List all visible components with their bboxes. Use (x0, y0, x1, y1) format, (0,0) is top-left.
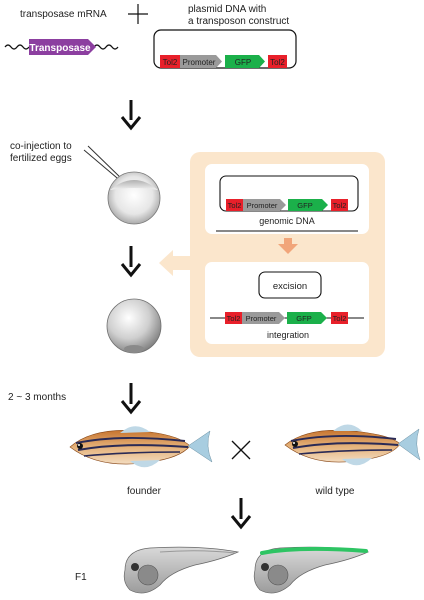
tol2-box (160, 55, 180, 68)
genomic-dna-box (205, 164, 369, 234)
plasmid-label-line1: plasmid DNA with (188, 4, 266, 15)
gfp-label: GFP (235, 58, 251, 67)
wildtype-label: wild type (315, 486, 355, 497)
tol2-label: Tol2 (228, 201, 242, 210)
promoter-box (180, 55, 222, 68)
orange-down-arrow-icon (278, 238, 298, 254)
tol2-box (268, 55, 287, 68)
gfp-label: GFP (296, 314, 311, 323)
gfp-label: GFP (297, 201, 312, 210)
wild-type-fish (284, 424, 421, 466)
integration-panel: Tol2 Promoter GFP Tol2 genomic DNA excis… (190, 152, 385, 357)
needle-icon (83, 145, 125, 184)
embryo (106, 298, 162, 354)
f1-larva-nonfluorescent (123, 546, 240, 594)
plus-icon (128, 4, 148, 24)
f1-larva-gfp (253, 546, 370, 594)
plasmid-label-line2: a transposon construct (188, 16, 289, 27)
promoter-label: Promoter (183, 58, 216, 67)
gfp-expression (260, 546, 368, 555)
promoter-label: Promoter (246, 314, 277, 323)
mrna-label: transposase mRNA (20, 9, 107, 20)
time-label: 2 ~ 3 months (8, 392, 66, 403)
tol2-label: Tol2 (333, 314, 347, 323)
down-arrow-icon (120, 100, 142, 131)
down-arrow-icon (230, 498, 252, 530)
tol2-label: Tol2 (227, 314, 241, 323)
fertilized-egg (107, 171, 161, 225)
plasmid: Tol2 Promoter GFP Tol2 (153, 29, 297, 69)
down-arrow-icon (120, 383, 142, 415)
coinjection-line2: fertilized eggs (10, 153, 72, 164)
transposase-box (29, 39, 96, 55)
transposase-mrna: Transposase (4, 39, 119, 55)
transposase-label: Transposase (29, 43, 91, 54)
excision-label: excision (273, 281, 307, 292)
tol2-label: Tol2 (270, 58, 285, 67)
orange-left-arrow-icon (159, 250, 190, 276)
gfp-box (225, 55, 265, 68)
down-arrow-icon (120, 246, 142, 278)
founder-fish (69, 426, 213, 468)
tol2-label: Tol2 (333, 201, 347, 210)
promoter-label: Promoter (247, 201, 278, 210)
genomic-dna-label: genomic DNA (259, 216, 315, 226)
coinjection-line1: co-injection to (10, 141, 72, 152)
integration-label: integration (267, 330, 309, 340)
tol2-label: Tol2 (163, 58, 178, 67)
excision-box (258, 271, 322, 299)
founder-label: founder (127, 486, 162, 497)
f1-label: F1 (75, 572, 87, 583)
cross-icon (231, 440, 251, 460)
